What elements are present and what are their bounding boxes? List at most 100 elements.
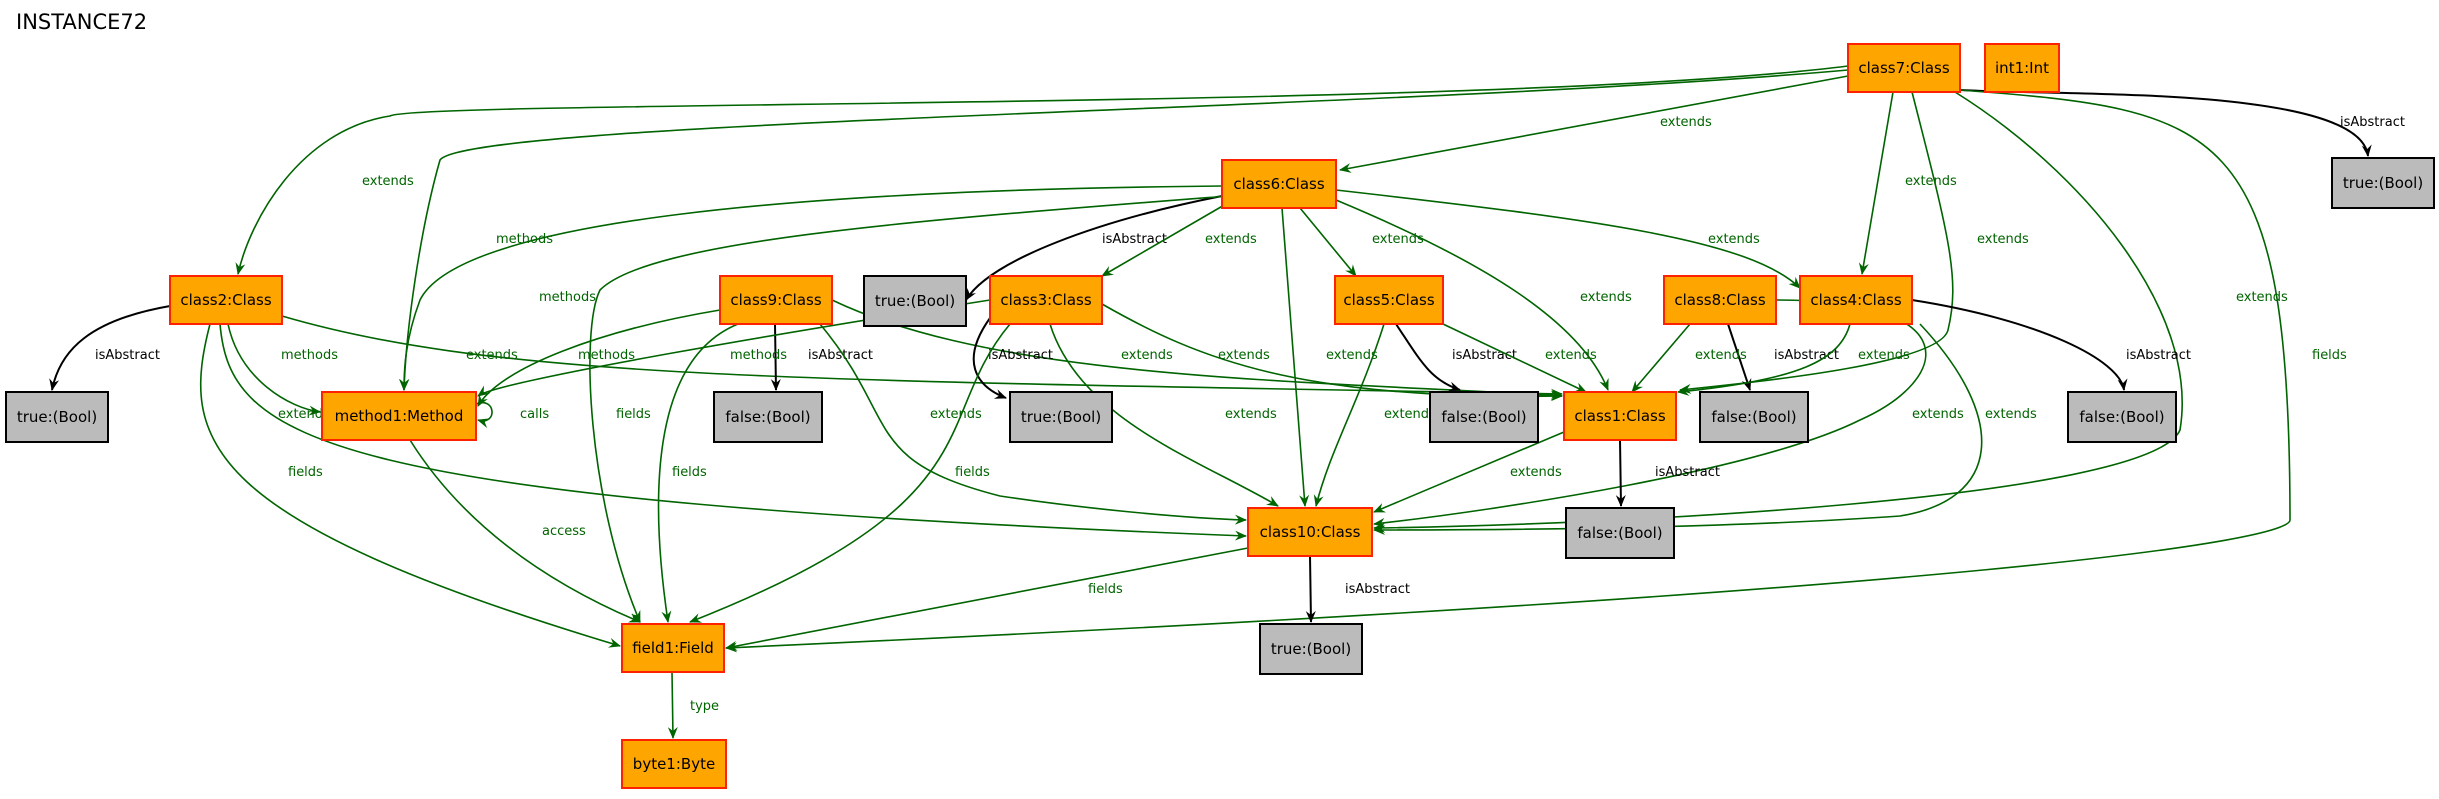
edge-line xyxy=(831,299,1563,401)
node-class9[interactable]: class9:Class xyxy=(719,275,833,325)
node-method1[interactable]: method1:Method xyxy=(321,391,477,441)
edge-label: fields xyxy=(1088,582,1123,597)
edge-line xyxy=(589,195,1229,623)
edge-label: extends xyxy=(1384,407,1436,422)
node-true_c10[interactable]: true:(Bool) xyxy=(1259,623,1363,675)
node-field1[interactable]: field1:Field xyxy=(621,623,725,673)
edge-line xyxy=(1335,199,1609,391)
edge-label: access xyxy=(542,524,586,539)
edge-label: isAbstract xyxy=(988,348,1053,363)
node-box xyxy=(169,275,283,325)
edge-class5-class1: extends xyxy=(1442,323,1597,393)
edge-class6-class5: extends xyxy=(1299,207,1424,277)
edge-line xyxy=(725,547,1249,651)
edge-label: extends xyxy=(1372,232,1424,247)
node-box xyxy=(2331,157,2435,209)
node-byte1[interactable]: byte1:Byte xyxy=(621,739,727,789)
edge-class2-method1: methods xyxy=(227,323,338,416)
edge-class3-field1: fields xyxy=(689,323,1011,623)
edge-label: extends xyxy=(1326,348,1378,363)
node-false_c4[interactable]: false:(Bool) xyxy=(2067,391,2177,443)
edge-line xyxy=(1049,323,1279,507)
node-true_c6[interactable]: true:(Bool) xyxy=(863,275,967,327)
node-label: false:(Bool) xyxy=(1711,408,1796,426)
node-box xyxy=(1259,623,1363,675)
edge-class6-class10: extends xyxy=(1281,207,1378,507)
node-class2[interactable]: class2:Class xyxy=(169,275,283,325)
edge-label: methods xyxy=(539,290,596,305)
edge-label: extends xyxy=(1545,348,1597,363)
edge-class9-class1: extends xyxy=(831,299,1563,401)
edge-line xyxy=(819,323,1247,525)
node-label: class10:Class xyxy=(1260,523,1361,541)
edge-label: extends xyxy=(1912,407,1964,422)
edge-label: extends xyxy=(278,407,330,422)
node-true_c7[interactable]: true:(Bool) xyxy=(2331,157,2435,209)
node-false_c8[interactable]: false:(Bool) xyxy=(1699,391,1809,443)
node-box xyxy=(1247,507,1373,557)
edge-line xyxy=(689,323,1011,623)
node-box xyxy=(1847,43,1961,93)
edge-line xyxy=(1911,299,2128,391)
node-true_c2[interactable]: true:(Bool) xyxy=(5,391,109,443)
edge-class5-class10: extends xyxy=(1313,323,1436,507)
node-box xyxy=(1699,391,1809,443)
edge-line xyxy=(235,65,1849,275)
node-label: method1:Method xyxy=(335,407,464,425)
edge-line xyxy=(965,195,1223,301)
edge-line xyxy=(972,317,1007,399)
node-box xyxy=(2067,391,2177,443)
node-class4[interactable]: class4:Class xyxy=(1799,275,1913,325)
node-class1[interactable]: class1:Class xyxy=(1563,391,1677,441)
edge-line xyxy=(1335,189,1801,289)
node-class3[interactable]: class3:Class xyxy=(989,275,1103,325)
edge-line xyxy=(1373,323,1983,535)
edge-line xyxy=(1442,323,1587,393)
node-class6[interactable]: class6:Class xyxy=(1221,159,1337,209)
edge-method1-field1: access xyxy=(409,439,641,623)
node-false_c9[interactable]: false:(Bool) xyxy=(713,391,823,443)
edge-label: fields xyxy=(2312,348,2347,363)
node-true_c3[interactable]: true:(Bool) xyxy=(1009,391,1113,443)
node-int1[interactable]: int1:Int xyxy=(1984,43,2060,93)
node-class5[interactable]: class5:Class xyxy=(1334,275,1444,325)
edge-class9-class10: extends xyxy=(819,323,1247,525)
edge-class6-field1: fields xyxy=(589,195,1229,623)
edge-label: isAbstract xyxy=(1774,348,1839,363)
node-false_c5[interactable]: false:(Bool) xyxy=(1429,391,1539,443)
node-false_c1[interactable]: false:(Bool) xyxy=(1565,507,1675,559)
edge-line xyxy=(1299,207,1357,277)
node-class7[interactable]: class7:Class xyxy=(1847,43,1961,93)
edge-line xyxy=(1727,323,1752,391)
node-box xyxy=(1221,159,1337,209)
node-label: false:(Bool) xyxy=(725,408,810,426)
node-label: true:(Bool) xyxy=(1021,408,1101,426)
node-label: class2:Class xyxy=(180,291,271,309)
edge-line xyxy=(409,439,641,623)
edge-line xyxy=(399,69,1849,391)
edge-line xyxy=(475,401,493,428)
edge-line xyxy=(199,323,621,648)
node-box xyxy=(321,391,477,441)
edge-label: isAbstract xyxy=(95,348,160,363)
node-box xyxy=(1334,275,1444,325)
edge-label: methods xyxy=(578,348,635,363)
edge-label: extends xyxy=(1225,407,1277,422)
node-box xyxy=(5,391,109,443)
edge-label: isAbstract xyxy=(1452,348,1517,363)
edge-class1-false_c1: isAbstract xyxy=(1615,439,1720,507)
node-label: class6:Class xyxy=(1233,175,1324,193)
node-class8[interactable]: class8:Class xyxy=(1663,275,1777,325)
edge-line xyxy=(1305,555,1316,623)
edge-field1-byte1: type xyxy=(667,671,719,739)
node-class10[interactable]: class10:Class xyxy=(1247,507,1373,557)
edge-label: extends xyxy=(1905,174,1957,189)
edge-method1-method1: calls xyxy=(475,401,549,428)
node-label: class4:Class xyxy=(1810,291,1901,309)
edge-class2-class10: extends xyxy=(219,323,1247,541)
node-box xyxy=(989,275,1103,325)
node-label: class1:Class xyxy=(1574,407,1665,425)
edge-label: type xyxy=(690,699,719,714)
edge-class5-false_c5: isAbstract xyxy=(1395,323,1517,392)
